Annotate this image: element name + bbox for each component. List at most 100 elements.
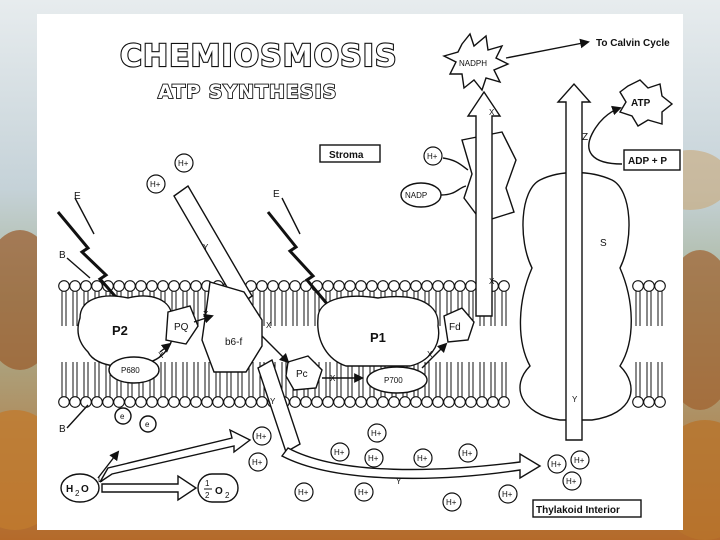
p700-center [366,366,428,394]
proton-ion-label: H+ [368,454,379,463]
lipid-head [300,396,312,408]
z-arrow [588,105,623,165]
arrow-x-b6f-pc [261,335,290,364]
proton-ion-label: H+ [427,152,438,161]
adp-box [623,149,681,171]
pq-label: PQ [174,322,189,333]
proton-ion [562,471,582,491]
lipid-head [643,280,655,292]
lipid-head [135,280,147,292]
label-y-lumen: Y [396,477,402,486]
lipid-head [388,280,400,292]
label-x-2: X [203,310,209,319]
stroma-label-box [319,144,381,163]
lipid-head [421,280,433,292]
proton-ion-label: H+ [417,454,428,463]
stroma-label: Stroma [329,150,364,161]
arrow-x-pq-b6f [193,313,214,324]
lipid-head [168,396,180,408]
lipid-head [454,396,466,408]
lipid-head [102,396,114,408]
label-x-3: X [266,321,272,330]
lipid-head [289,280,301,292]
arrow-to-oxygen [101,474,198,502]
adp-label: ADP + P [628,156,667,167]
electron-2-label: e [145,420,150,429]
label-x-4: X [330,374,336,383]
arrow-to-calvin [505,38,590,59]
lipid-head [432,280,444,292]
lipid-head [399,280,411,292]
oxygen-sub: 2 [225,491,230,500]
proton-ion [354,482,374,502]
label-y-upper: Y [203,243,209,252]
lipid-head [443,396,455,408]
pointer-b-top [66,257,91,279]
label-x-upper: X [489,108,495,117]
lipid-head [201,396,213,408]
lipid-head [410,280,422,292]
lipid-head [333,280,345,292]
lipid-head [344,396,356,408]
light-bolt-right [266,211,330,306]
electron-1 [114,407,132,425]
pc-carrier [285,355,323,391]
fd-carrier [443,307,475,343]
proton-ion [364,448,384,468]
lipid-head [168,280,180,292]
thylakoid-label: Thylakoid Interior [536,505,620,516]
lipid-head [58,280,70,292]
lipid-head [465,396,477,408]
energy-line-right [281,197,301,235]
lipid-head [80,396,92,408]
lipid-head [289,396,301,408]
oxygen-den: 2 [205,491,210,500]
lipid-head [91,396,103,408]
lipid-head [157,396,169,408]
lipid-head [311,396,323,408]
lipid-head [212,396,224,408]
atp-star [618,79,674,127]
proton-group: H+H+H+H+H+H+H+H+H+H+H+H+H+H+H+H+H+ [146,146,590,512]
lipid-head [69,280,81,292]
lipid-head [80,280,92,292]
proton-ion [458,443,478,463]
lipid-head [278,280,290,292]
p2-label: P2 [112,323,128,338]
lipid-head [366,280,378,292]
lipid-head [267,280,279,292]
lipid-head [245,396,257,408]
proton-ion [570,450,590,470]
water-h: H [66,484,73,495]
proton-ion-label: H+ [446,498,457,507]
lipid-head [157,280,169,292]
nadph-star [442,32,510,92]
lipid-head [113,396,125,408]
lipid-head [91,280,103,292]
lipid-head [432,396,444,408]
y-channel-upper [173,184,253,308]
proton-ion [367,423,387,443]
pc-label: Pc [296,369,308,380]
label-x-lower: X [489,277,495,286]
lipid-head [643,396,655,408]
lipid-head [190,280,202,292]
lipid-head [223,396,235,408]
proton-ion [146,174,166,194]
energy-line-left [74,197,95,235]
label-x-1: X [158,351,164,360]
proton-ion-label: H+ [566,477,577,486]
thylakoid-label-box [532,499,642,518]
lipid-head [124,396,136,408]
lipid-head [146,280,158,292]
lipid-head [421,396,433,408]
arrow-x-p2-pq [159,342,172,353]
label-e-left: E [74,191,81,202]
lipid-head [487,396,499,408]
lipid-head [399,396,411,408]
lipid-head [654,396,666,408]
arrow-x-p700-fd [421,342,448,369]
electron-1-label: e [120,412,125,421]
proton-ion-label: H+ [574,456,585,465]
arrow-to-electrons [97,450,120,479]
